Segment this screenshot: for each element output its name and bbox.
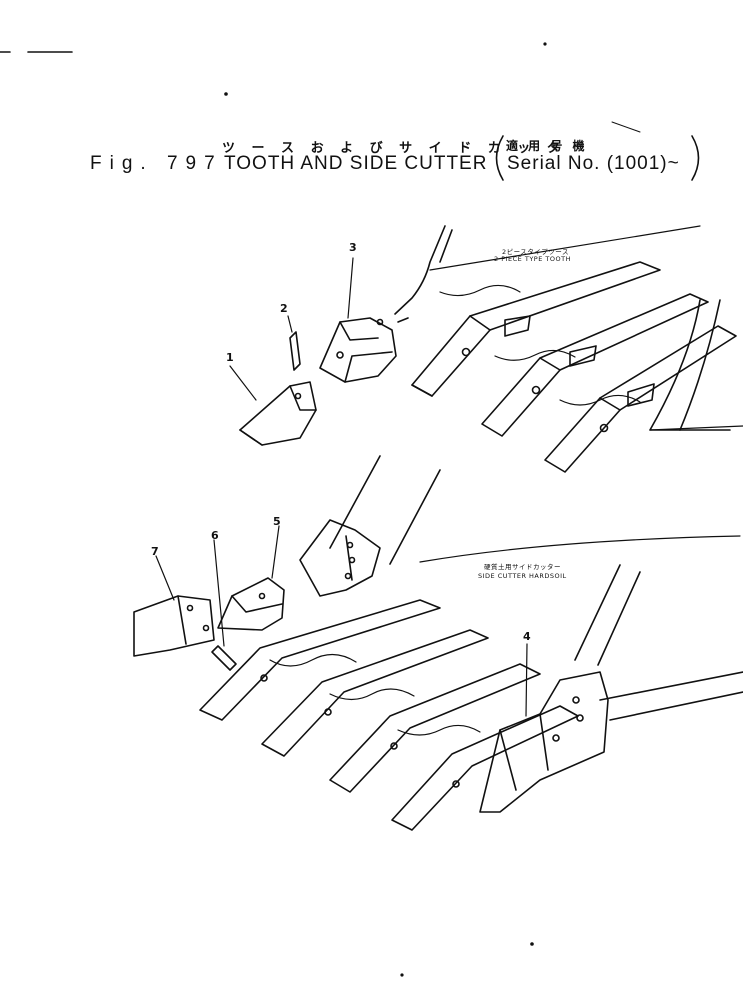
leader-2 bbox=[287, 315, 293, 333]
tooth-part-1 bbox=[239, 381, 317, 446]
leader-3 bbox=[347, 257, 354, 319]
leader-6 bbox=[213, 539, 225, 647]
leader-4 bbox=[525, 643, 528, 717]
part-number-5: 5 bbox=[273, 515, 281, 528]
paren-left bbox=[495, 135, 504, 181]
pin-part-2 bbox=[289, 331, 301, 371]
pen-mark bbox=[611, 121, 641, 133]
figure-number: Fig. 797 bbox=[90, 153, 223, 174]
adapter-part-5 bbox=[217, 577, 285, 631]
upper-bucket-assembly bbox=[229, 225, 743, 473]
pin-part-6 bbox=[211, 645, 237, 671]
japanese-title: ツ ー ス お よ び サ イ ド カ ッ タ bbox=[222, 141, 566, 156]
part-number-6: 6 bbox=[211, 529, 219, 542]
figure-title: TOOTH AND SIDE CUTTER bbox=[224, 153, 488, 174]
upper-callout-en: 2 PIECE TYPE TOOTH bbox=[494, 255, 571, 263]
serial-range: Serial No. (1001)~ bbox=[507, 153, 680, 174]
part-number-7: 7 bbox=[151, 545, 159, 558]
part-number-1: 1 bbox=[226, 351, 234, 364]
side-cutter-part-7 bbox=[133, 595, 215, 657]
leader-5 bbox=[271, 525, 280, 579]
adapter-part-3 bbox=[319, 317, 397, 383]
leader-7 bbox=[155, 555, 175, 601]
japanese-serial-label: 適 用 号 機 bbox=[506, 139, 588, 153]
paren-right bbox=[691, 135, 700, 181]
part-number-2: 2 bbox=[280, 302, 288, 315]
leader-1 bbox=[229, 365, 257, 401]
part-number-4: 4 bbox=[523, 630, 531, 643]
lower-bucket-assembly bbox=[133, 455, 743, 831]
lower-callout-en: SIDE CUTTER HARDSOIL bbox=[478, 572, 567, 580]
side-cutter-part-4 bbox=[479, 671, 609, 813]
lower-callout-jp: 硬質土用サイドカッター bbox=[484, 563, 561, 571]
upper-callout-jp: 2ピースタイプツース bbox=[502, 248, 569, 256]
part-number-3: 3 bbox=[349, 241, 357, 254]
